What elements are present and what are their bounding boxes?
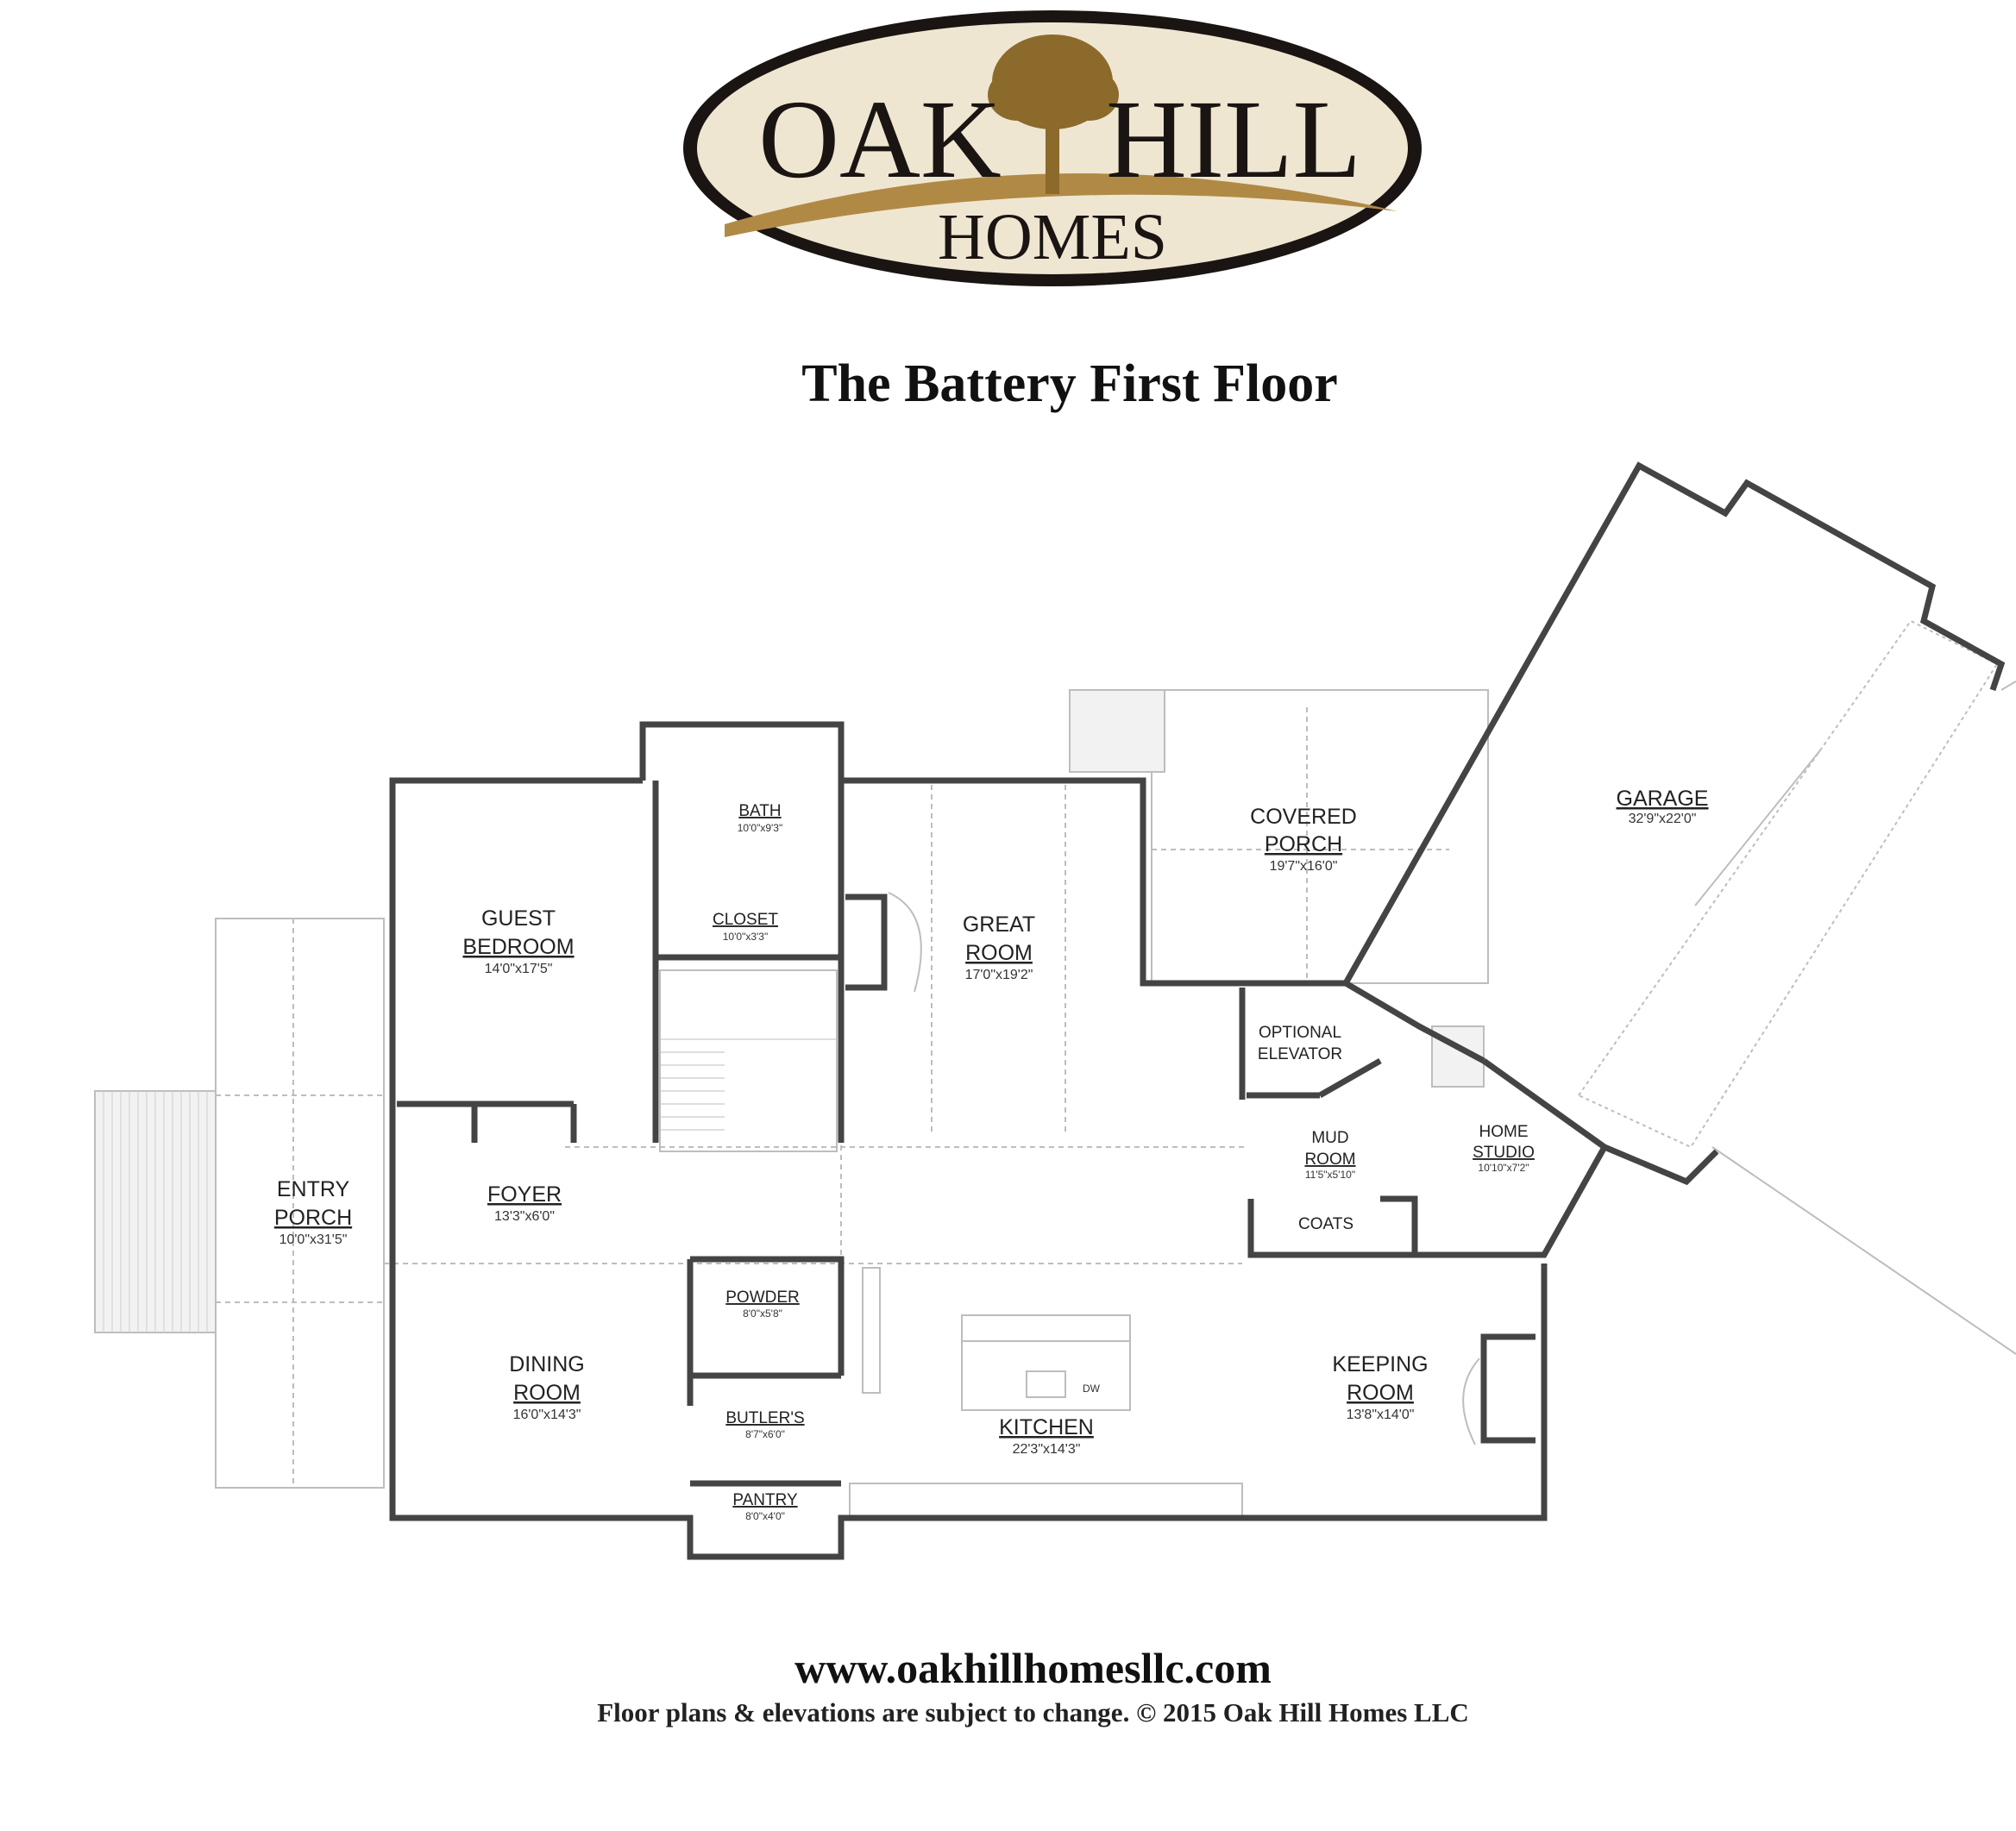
mud-room-name2: ROOM bbox=[1304, 1151, 1355, 1169]
entry-porch-name1: ENTRY bbox=[277, 1177, 350, 1201]
powder-name: POWDER bbox=[725, 1289, 800, 1307]
room-label-butlers: BUTLER'S 8'7"x6'0" bbox=[725, 1409, 804, 1440]
entry-porch-dim: 10'0"x31'5" bbox=[279, 1232, 348, 1247]
room-label-coats: COATS bbox=[1298, 1215, 1353, 1233]
keeping-room-dim: 13'8"x14'0" bbox=[1347, 1408, 1415, 1422]
mud-room-name1: MUD bbox=[1311, 1129, 1348, 1147]
keeping-room-name1: KEEPING bbox=[1332, 1352, 1428, 1376]
logo-swoosh bbox=[725, 172, 1397, 237]
room-label-foyer: FOYER 13'3"x6'0" bbox=[487, 1182, 562, 1224]
logo-oak: OAK bbox=[758, 78, 1002, 202]
entry-porch-name2: PORCH bbox=[274, 1206, 352, 1230]
room-label-kitchen: KITCHEN 22'3"x14'3" DW bbox=[999, 1383, 1101, 1457]
keeping-room-name2: ROOM bbox=[1347, 1381, 1414, 1405]
garage-dim: 32'9"x22'0" bbox=[1629, 812, 1697, 826]
room-label-garage: GARAGE 32'9"x22'0" bbox=[1617, 787, 1709, 826]
covered-porch-name2: PORCH bbox=[1265, 832, 1342, 856]
dining-room-name2: ROOM bbox=[513, 1381, 581, 1405]
room-label-dining-room: DINING ROOM 16'0"x14'3" bbox=[509, 1352, 585, 1422]
covered-porch-dim: 19'7"x16'0" bbox=[1270, 859, 1338, 874]
room-label-covered-porch: COVERED PORCH 19'7"x16'0" bbox=[1250, 805, 1357, 874]
great-room-name1: GREAT bbox=[963, 912, 1035, 937]
bath-name: BATH bbox=[738, 802, 781, 820]
oak-hill-homes-logo: OAK HILL HOMES bbox=[683, 10, 1422, 286]
room-label-pantry: PANTRY 8'0"x4'0" bbox=[732, 1491, 798, 1522]
kitchen-dishwasher: DW bbox=[1083, 1383, 1101, 1395]
kitchen-name: KITCHEN bbox=[999, 1415, 1094, 1439]
dining-room-dim: 16'0"x14'3" bbox=[513, 1408, 581, 1422]
pantry-name: PANTRY bbox=[732, 1491, 798, 1509]
home-studio-dim: 10'10"x7'2" bbox=[1478, 1162, 1529, 1174]
pantry-dim: 8'0"x4'0" bbox=[745, 1510, 785, 1522]
plan-title: The Battery First Floor bbox=[801, 354, 1338, 413]
floor-plan: GUEST BEDROOM 14'0"x17'5" BATH 10'0"x9'3… bbox=[94, 461, 2016, 1560]
logo-homes: HOMES bbox=[938, 201, 1167, 273]
plan-walls bbox=[389, 461, 2006, 1560]
covered-porch-name1: COVERED bbox=[1250, 805, 1357, 829]
room-label-powder: POWDER 8'0"x5'8" bbox=[725, 1289, 800, 1320]
foyer-name: FOYER bbox=[487, 1182, 562, 1207]
room-label-closet: CLOSET 10'0"x3'3" bbox=[713, 911, 778, 943]
guest-bedroom-name2: BEDROOM bbox=[462, 935, 574, 959]
logo-hill: HILL bbox=[1106, 78, 1361, 202]
room-label-optional-elevator: OPTIONAL ELEVATOR bbox=[1258, 1024, 1342, 1063]
butlers-name: BUTLER'S bbox=[725, 1409, 804, 1427]
great-room-dim: 17'0"x19'2" bbox=[965, 968, 1033, 982]
foyer-dim: 13'3"x6'0" bbox=[494, 1209, 555, 1224]
home-studio-name2: STUDIO bbox=[1473, 1144, 1535, 1162]
room-label-great-room: GREAT ROOM 17'0"x19'2" bbox=[963, 912, 1035, 982]
garage-name: GARAGE bbox=[1617, 787, 1709, 811]
room-label-guest-bedroom: GUEST BEDROOM 14'0"x17'5" bbox=[462, 906, 574, 976]
mud-room-dim: 11'5"x5'10" bbox=[1305, 1169, 1355, 1181]
kitchen-dim: 22'3"x14'3" bbox=[1013, 1442, 1081, 1457]
room-label-home-studio: HOME STUDIO 10'10"x7'2" bbox=[1473, 1123, 1535, 1174]
bath-dim: 10'0"x9'3" bbox=[738, 822, 782, 834]
disclaimer-text: Floor plans & elevations are subject to … bbox=[597, 1697, 1469, 1728]
plan-light-lines bbox=[94, 619, 2016, 1517]
elevator-name1: OPTIONAL bbox=[1259, 1024, 1341, 1042]
coats-name: COATS bbox=[1298, 1215, 1353, 1233]
website-url: www.oakhillhomesllc.com bbox=[794, 1644, 1272, 1692]
dining-room-name1: DINING bbox=[509, 1352, 585, 1376]
closet-dim: 10'0"x3'3" bbox=[723, 931, 768, 943]
butlers-dim: 8'7"x6'0" bbox=[745, 1428, 785, 1440]
powder-dim: 8'0"x5'8" bbox=[743, 1307, 782, 1320]
room-label-bath: BATH 10'0"x9'3" bbox=[738, 802, 782, 834]
closet-name: CLOSET bbox=[713, 911, 778, 929]
guest-bedroom-dim: 14'0"x17'5" bbox=[485, 962, 553, 976]
tree-icon bbox=[988, 34, 1119, 194]
great-room-name2: ROOM bbox=[965, 941, 1033, 965]
room-label-mud-room: MUD ROOM 11'5"x5'10" bbox=[1304, 1129, 1355, 1181]
home-studio-name1: HOME bbox=[1479, 1123, 1529, 1141]
room-label-keeping-room: KEEPING ROOM 13'8"x14'0" bbox=[1332, 1352, 1428, 1422]
room-label-entry-porch: ENTRY PORCH 10'0"x31'5" bbox=[274, 1177, 352, 1247]
elevator-name2: ELEVATOR bbox=[1258, 1045, 1342, 1063]
guest-bedroom-name1: GUEST bbox=[481, 906, 556, 931]
